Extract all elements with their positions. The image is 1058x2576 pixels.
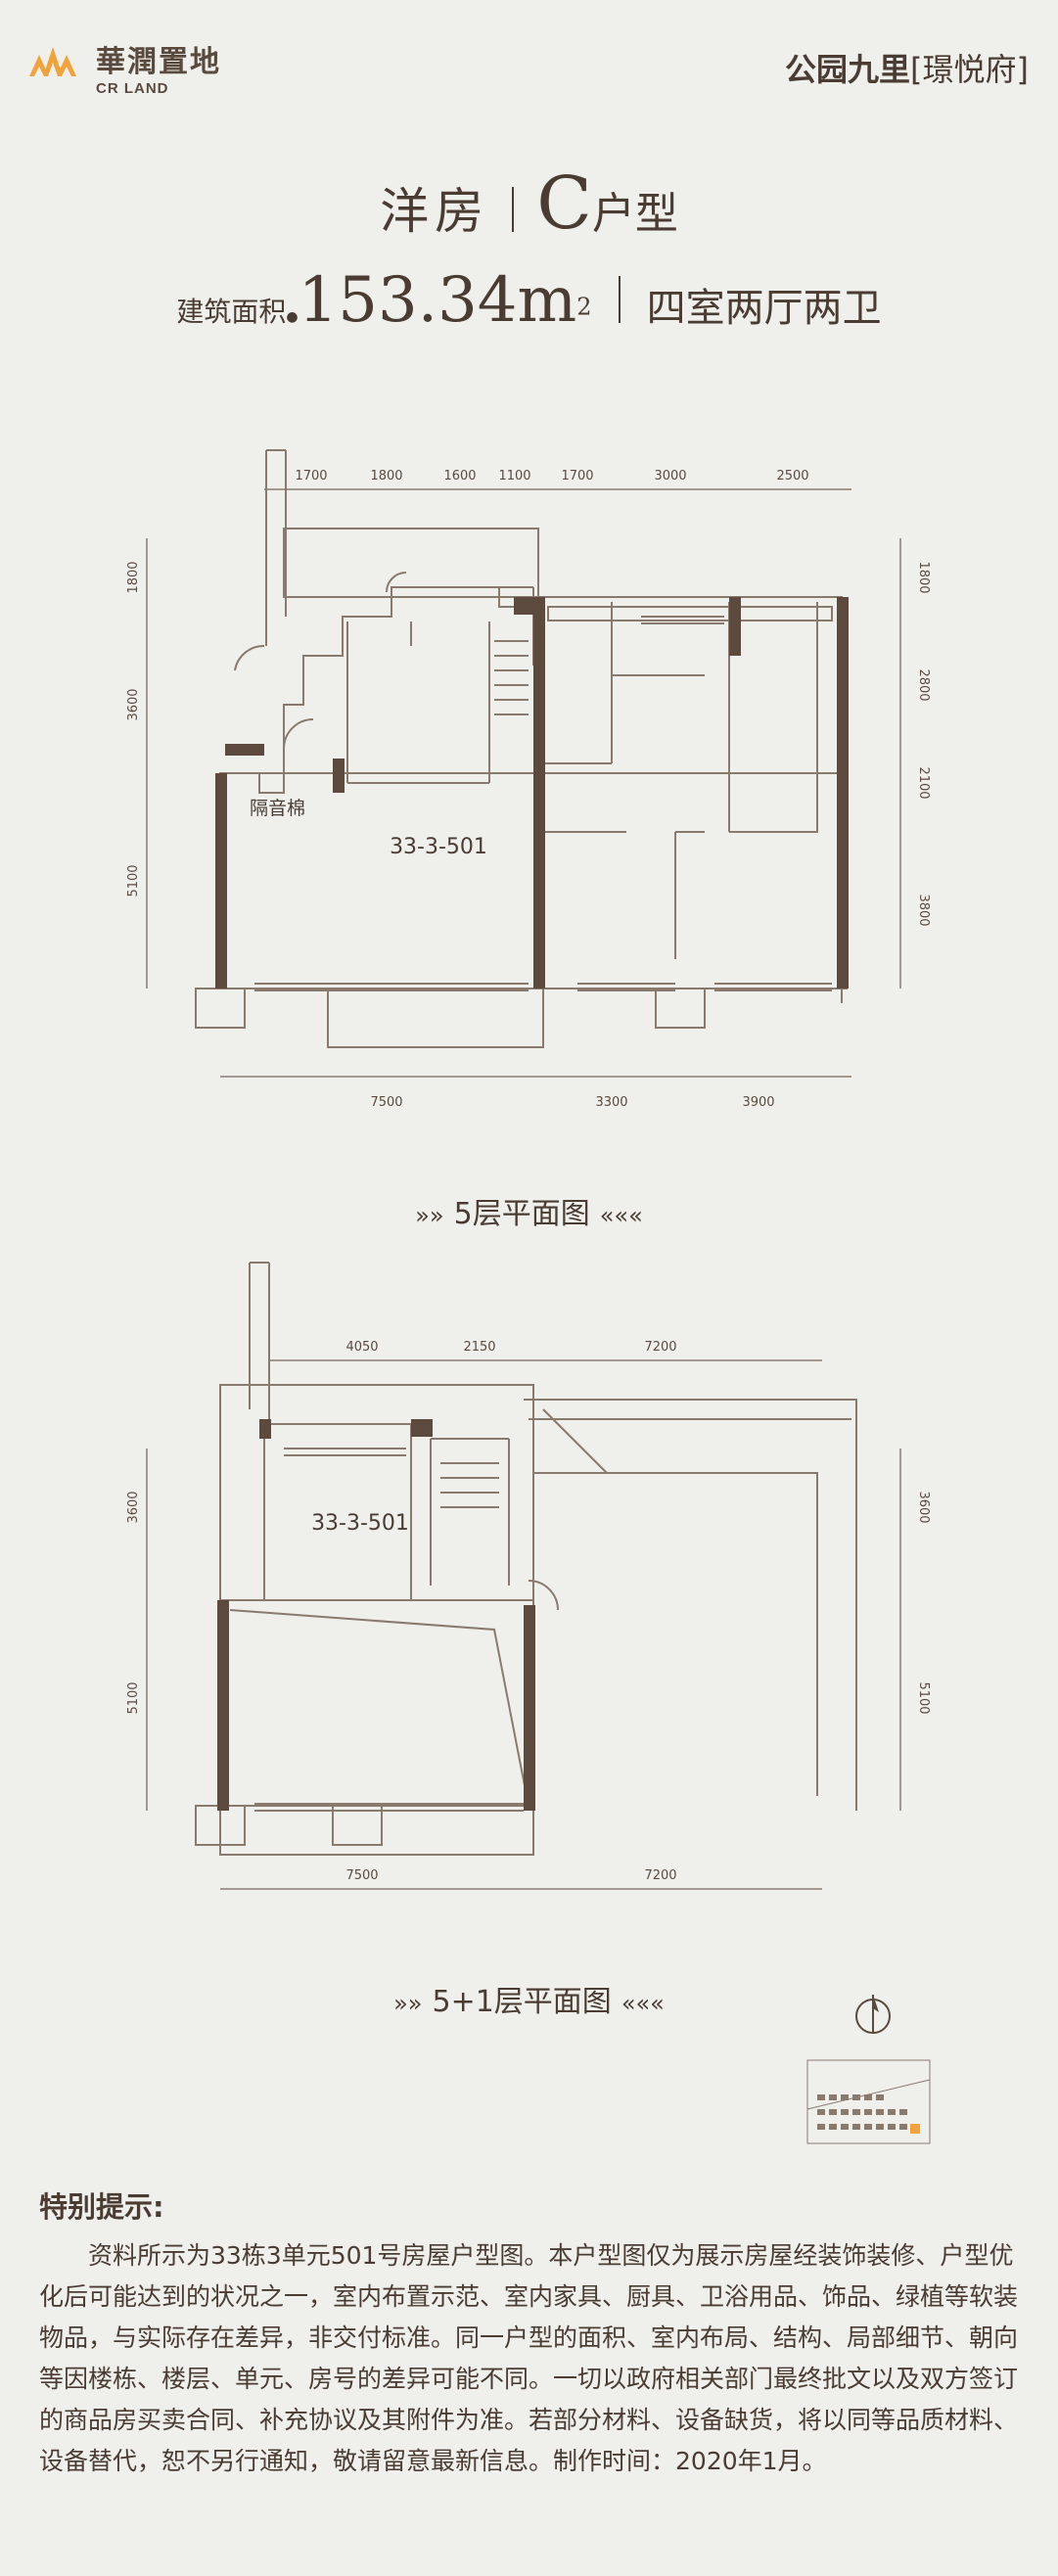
project-name: 公园九里[璟悦府] xyxy=(785,45,1029,90)
floor-plan-5f: 1700 1800 1600 1100 1700 3000 2500 1800 … xyxy=(126,449,931,1110)
plan2-caption-text: 5+1层平面图 xyxy=(432,1985,612,2019)
notice-body: 资料所示为33栋3单元501号房屋户型图。本户型图仅为展示房屋经装饰装修、户型优… xyxy=(39,2241,1019,2475)
type-name: 洋房 xyxy=(380,183,490,240)
area-line: 建筑面积●153.34m2 四室两厅两卫 xyxy=(0,264,1058,337)
dim-top-7: 2500 xyxy=(776,469,808,483)
logo-en-text: CR LAND xyxy=(96,80,169,97)
notice-title: 特别提示: xyxy=(39,2190,164,2224)
dim-right-2: 2800 xyxy=(916,668,931,701)
cr-land-logo-icon xyxy=(29,47,76,76)
area-divider xyxy=(618,276,621,323)
dim-top-6: 3000 xyxy=(654,469,686,483)
area-unit: m xyxy=(517,264,577,337)
dim-top-4: 1100 xyxy=(498,469,530,483)
layout-desc: 四室两厅两卫 xyxy=(646,286,882,331)
caption2-arrow-left: »» xyxy=(393,1990,423,2017)
area-value: 153.34 xyxy=(298,264,518,337)
plan1-unit-label: 33-3-501 xyxy=(390,835,487,859)
plan2-dim-right-2: 5100 xyxy=(916,1681,931,1714)
plan2-dim-top-1: 4050 xyxy=(345,1340,378,1355)
dim-right-3: 2100 xyxy=(916,766,931,799)
plan2-dim-bottom-1: 7500 xyxy=(345,1868,378,1883)
unit-type-title: 洋房 C户型 xyxy=(0,161,1058,246)
dim-bottom-1: 7500 xyxy=(370,1095,402,1110)
caption2-arrow-right: ««« xyxy=(621,1990,665,2017)
project-title: 公园九里 xyxy=(785,51,911,88)
dim-top-2: 1800 xyxy=(370,469,402,483)
title-divider xyxy=(512,187,515,232)
caption-arrow-right: ««« xyxy=(599,1202,643,1229)
site-key-plan-icon xyxy=(806,2059,931,2144)
plan2-caption: »» 5+1层平面图 ««« xyxy=(0,1977,1058,2020)
area-unit-sup: 2 xyxy=(576,293,592,321)
project-subtitle: [璟悦府] xyxy=(910,51,1029,88)
plan2-dim-bottom-2: 7200 xyxy=(644,1868,676,1883)
plan2-dim-left-1: 3600 xyxy=(126,1491,141,1523)
dim-right-1: 1800 xyxy=(916,561,931,593)
floor-plan-5plus1f: 4050 2150 7200 3600 5100 3600 5100 7500 … xyxy=(126,1262,931,1890)
caption-arrow-left: »» xyxy=(415,1202,444,1229)
dim-bottom-3: 3900 xyxy=(742,1095,774,1110)
plan2-dim-top-2: 2150 xyxy=(463,1340,495,1355)
plan1-caption: »» 5层平面图 ««« xyxy=(0,1189,1058,1232)
dim-left-1: 1800 xyxy=(126,561,141,593)
dim-right-4: 3800 xyxy=(916,894,931,926)
dim-left-2: 3600 xyxy=(126,688,141,720)
north-arrow-icon xyxy=(855,1995,891,2034)
plan2-unit-label: 33-3-501 xyxy=(311,1511,409,1536)
plan2-dim-right-1: 3600 xyxy=(916,1491,931,1523)
area-dot: ● xyxy=(286,309,299,325)
area-label: 建筑面积 xyxy=(176,296,287,328)
logo-cn-text: 華潤置地 xyxy=(96,45,221,79)
unit-letter: C xyxy=(536,161,592,246)
plan1-room-note: 隔音棉 xyxy=(250,798,305,819)
plan1-caption-text: 5层平面图 xyxy=(453,1197,590,1231)
dim-top-3: 1600 xyxy=(443,469,476,483)
special-notice: 特别提示: 资料所示为33栋3单元501号房屋户型图。本户型图仅为展示房屋经装饰… xyxy=(39,2185,1018,2482)
unit-suffix: 户型 xyxy=(591,189,678,239)
dim-top-5: 1700 xyxy=(561,469,593,483)
dim-top-1: 1700 xyxy=(295,469,327,483)
dim-left-3: 5100 xyxy=(126,864,141,897)
brand-logo: 華潤置地 CR LAND xyxy=(29,37,221,97)
dim-bottom-2: 3300 xyxy=(595,1095,627,1110)
plan2-dim-left-2: 5100 xyxy=(126,1681,141,1714)
plan2-dim-top-3: 7200 xyxy=(644,1340,676,1355)
